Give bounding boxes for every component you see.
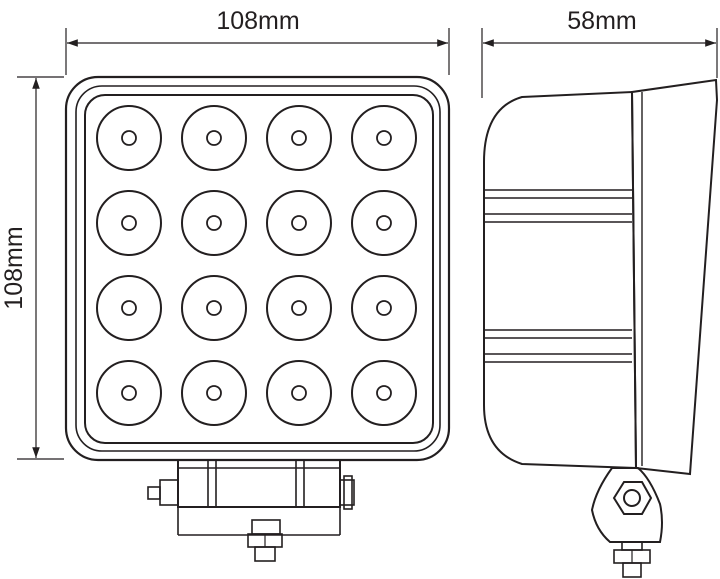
led-grid (96, 105, 417, 426)
bracket-bolt-right (339, 475, 355, 510)
led-reflector (96, 275, 162, 341)
side-fin-grooves (484, 189, 632, 363)
height-dimension: 108mm (0, 76, 64, 460)
front-lens-frame (84, 94, 434, 444)
side-view (483, 78, 719, 578)
led-reflector (266, 275, 332, 341)
side-mount-bolt (590, 467, 663, 578)
led-reflector (351, 360, 417, 426)
led-reflector (96, 105, 162, 171)
led-reflector (181, 105, 247, 171)
led-reflector (96, 190, 162, 256)
led-reflector (181, 190, 247, 256)
led-reflector (181, 360, 247, 426)
led-reflector (351, 105, 417, 171)
side-bezel (630, 78, 719, 476)
led-reflector (181, 275, 247, 341)
depth-dimension: 58mm (481, 7, 718, 98)
led-reflector (266, 360, 332, 426)
side-heatsink-body (483, 90, 638, 470)
front-mounting-bracket (177, 459, 341, 536)
bracket-bottom-nut (247, 519, 283, 562)
front-view (64, 75, 451, 562)
led-reflector (266, 105, 332, 171)
led-reflector (351, 190, 417, 256)
width-dimension-label: 108mm (216, 7, 299, 35)
bracket-bolt-left (147, 479, 179, 506)
width-dimension: 108mm (65, 7, 450, 75)
front-housing-inner (75, 85, 441, 452)
led-reflector (266, 190, 332, 256)
depth-dimension-label: 58mm (567, 7, 636, 35)
height-dimension-label: 108mm (0, 226, 28, 309)
led-reflector (96, 360, 162, 426)
led-reflector (351, 275, 417, 341)
